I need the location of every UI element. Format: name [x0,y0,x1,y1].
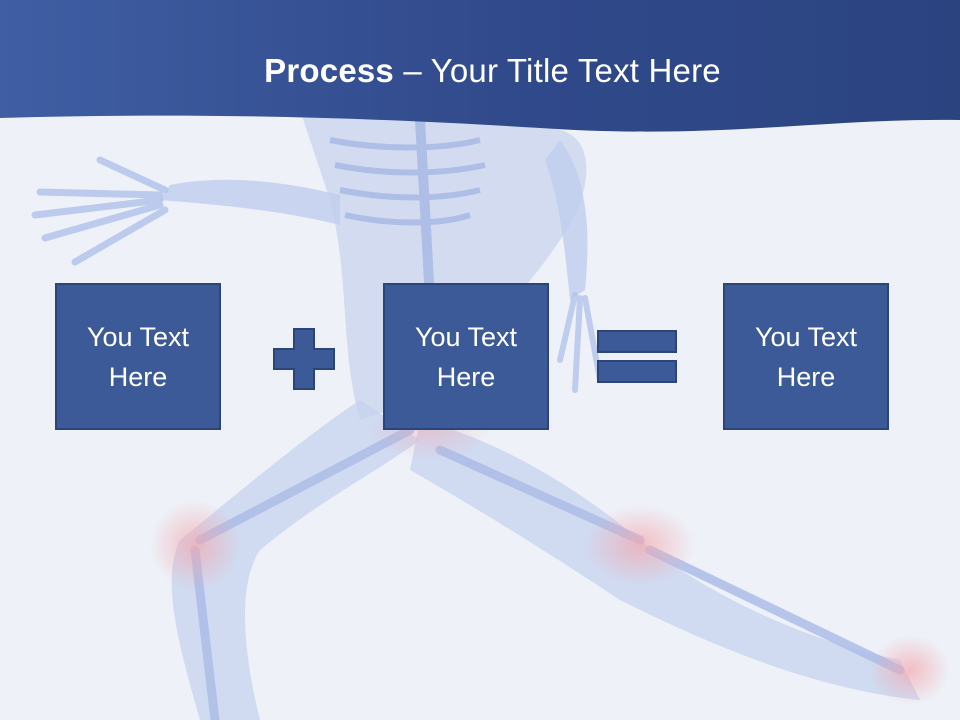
plus-icon [273,328,335,390]
title-bold: Process [264,52,394,89]
process-box-1[interactable]: You Text Here [55,283,221,430]
process-box-1-text: You Text Here [86,321,190,392]
process-box-3-text: You Text Here [754,321,858,392]
page-title: Process – Your Title Text Here [0,52,960,90]
process-box-3[interactable]: You Text Here [723,283,889,430]
process-box-2[interactable]: You Text Here [383,283,549,430]
process-box-2-text: You Text Here [414,321,518,392]
title-rest: – Your Title Text Here [393,52,721,89]
header-banner [0,0,960,132]
equals-icon [597,330,677,383]
